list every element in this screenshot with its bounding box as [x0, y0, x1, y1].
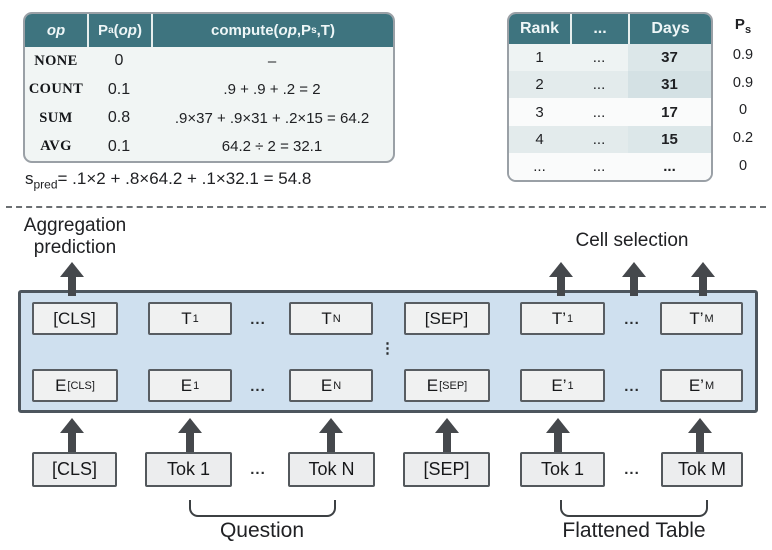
- input-box-tok1-table: Tok 1: [520, 452, 605, 487]
- spred-formula: spred= .1×2 + .8×64.2 + .1×32.1 = 54.8: [25, 169, 312, 192]
- cell-selection-arrow: [622, 262, 646, 296]
- question-label: Question: [219, 519, 305, 542]
- question-bracket: [189, 500, 336, 517]
- input-arrow: [60, 418, 84, 452]
- input-box-tokn: Tok N: [288, 452, 375, 487]
- ps-value: 0.2: [732, 130, 754, 146]
- flattened-table-label: Flattened Table: [562, 519, 706, 542]
- embedding-box-cls: E[CLS]: [32, 369, 118, 402]
- op-table-row: AVG 0.1 64.2 ÷ 2 = 32.1: [40, 137, 323, 156]
- aggregation-prediction-label: Aggregation prediction: [23, 215, 127, 258]
- ellipsis: ...: [250, 461, 266, 478]
- op-table-row: SUM 0.8 .9×37 + .9×31 + .2×15 = 64.2: [39, 109, 370, 127]
- selected-cell: 37: [628, 44, 711, 72]
- rank-table-row: ... ... ...: [509, 152, 711, 180]
- cell-selection-arrow: [691, 262, 715, 296]
- ellipsis-column-header: ...: [570, 14, 628, 44]
- input-box-cls: [CLS]: [32, 452, 117, 487]
- rank-table-row: 2 ... 31: [509, 71, 711, 99]
- token-box-cls: [CLS]: [32, 302, 118, 335]
- selected-cell: 15: [628, 125, 711, 153]
- ellipsis: ...: [624, 378, 640, 395]
- ps-value: 0: [738, 102, 748, 118]
- token-box-tm-prime: T’M: [660, 302, 743, 335]
- aggregation-arrow: [60, 262, 84, 296]
- rank-table-row: 3 ... 17: [509, 98, 711, 126]
- input-box-tokm: Tok M: [661, 452, 743, 487]
- ellipsis: ...: [250, 311, 266, 328]
- token-box-sep: [SEP]: [404, 302, 490, 335]
- cell-selection-arrow: [549, 262, 573, 296]
- ellipsis: ...: [624, 311, 640, 328]
- ellipsis: ...: [250, 378, 266, 395]
- ps-value: 0.9: [732, 75, 754, 91]
- input-arrow: [435, 418, 459, 452]
- embedding-box-e1-prime: E’1: [520, 369, 605, 402]
- flattened-table-bracket: [560, 500, 708, 517]
- cell-selection-label: Cell selection: [575, 230, 689, 251]
- rank-table-row: 4 ... 15: [509, 125, 711, 153]
- rank-column-header: Rank: [519, 20, 560, 37]
- input-arrow: [688, 418, 712, 452]
- transformer-body: [18, 290, 758, 413]
- op-table-row: COUNT 0.1 .9 + .9 + .2 = 2: [28, 80, 321, 99]
- input-arrow: [546, 418, 570, 452]
- token-box-t1-prime: T’1: [520, 302, 605, 335]
- rank-table-row: 1 ... 37: [509, 44, 711, 72]
- selected-cell: 31: [628, 71, 711, 99]
- input-box-tok1: Tok 1: [145, 452, 232, 487]
- dashed-divider: [6, 206, 766, 208]
- vertical-ellipsis: ⋮: [380, 340, 395, 357]
- ellipsis: ...: [624, 461, 640, 478]
- days-column-header: Days: [628, 14, 711, 44]
- ps-column-header: Ps: [734, 16, 752, 36]
- embedding-box-em-prime: E’M: [660, 369, 743, 402]
- rank-days-table: Rank ... Days 1 ... 37 2 ... 31 3 ... 17…: [507, 12, 713, 182]
- ps-value: 0: [738, 158, 748, 174]
- input-arrow: [178, 418, 202, 452]
- ps-value: 0.9: [732, 47, 754, 63]
- op-table-row: NONE 0 –: [34, 52, 277, 70]
- embedding-box-sep: E[SEP]: [404, 369, 490, 402]
- rank-table-header: Rank ... Days: [509, 14, 711, 44]
- op-column-header: op: [46, 22, 66, 39]
- input-box-sep: [SEP]: [403, 452, 490, 487]
- input-arrow: [319, 418, 343, 452]
